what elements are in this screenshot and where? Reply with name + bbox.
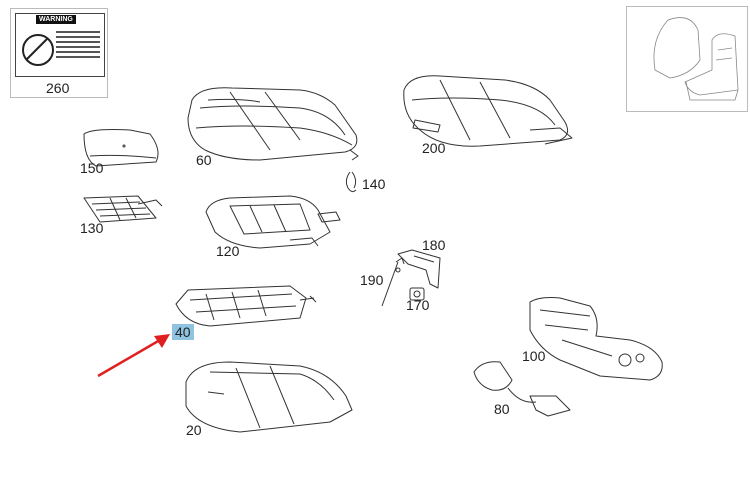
part-label-120: 120: [216, 243, 240, 259]
no-child-seat-icon: [22, 34, 54, 66]
bushing-170: [409, 287, 425, 301]
part-label-180: 180: [422, 237, 446, 253]
foam-cushion-20: [185, 361, 353, 433]
part-label-150: 150: [80, 160, 104, 176]
seat-overview-sketch: [653, 17, 739, 101]
sensor-mat-130: [83, 195, 163, 223]
part-label-190: 190: [360, 272, 384, 288]
part-label-200: 200: [422, 140, 446, 156]
red-arrow: [97, 334, 170, 378]
part-label-170: 170: [406, 297, 430, 313]
part-label-40[interactable]: 40: [172, 324, 194, 340]
rod-190: [381, 257, 405, 307]
seat-cushion-60: [187, 87, 359, 161]
part-label-20: 20: [186, 422, 202, 438]
cover-80: [473, 361, 571, 417]
part-label-130: 130: [80, 220, 104, 236]
part-label-100: 100: [522, 348, 546, 364]
clip-140: [345, 171, 357, 193]
part-label-80: 80: [494, 401, 510, 417]
pad-150: [83, 129, 159, 167]
warning-label-box: WARNING: [10, 8, 108, 98]
warning-sticker: WARNING: [15, 13, 105, 77]
bracket-180: [397, 249, 441, 289]
seat-pan-40: [175, 285, 317, 327]
warning-header: WARNING: [36, 15, 76, 24]
seat-overview-box: [626, 6, 748, 112]
part-label-140: 140: [362, 176, 386, 192]
heater-mat-120: [205, 195, 341, 249]
warning-text-lines: [56, 28, 100, 61]
backrest-cushion-200: [403, 75, 573, 147]
part-label-60: 60: [196, 152, 212, 168]
seat-frame-100: [529, 297, 663, 381]
part-label-260: 260: [46, 80, 70, 96]
